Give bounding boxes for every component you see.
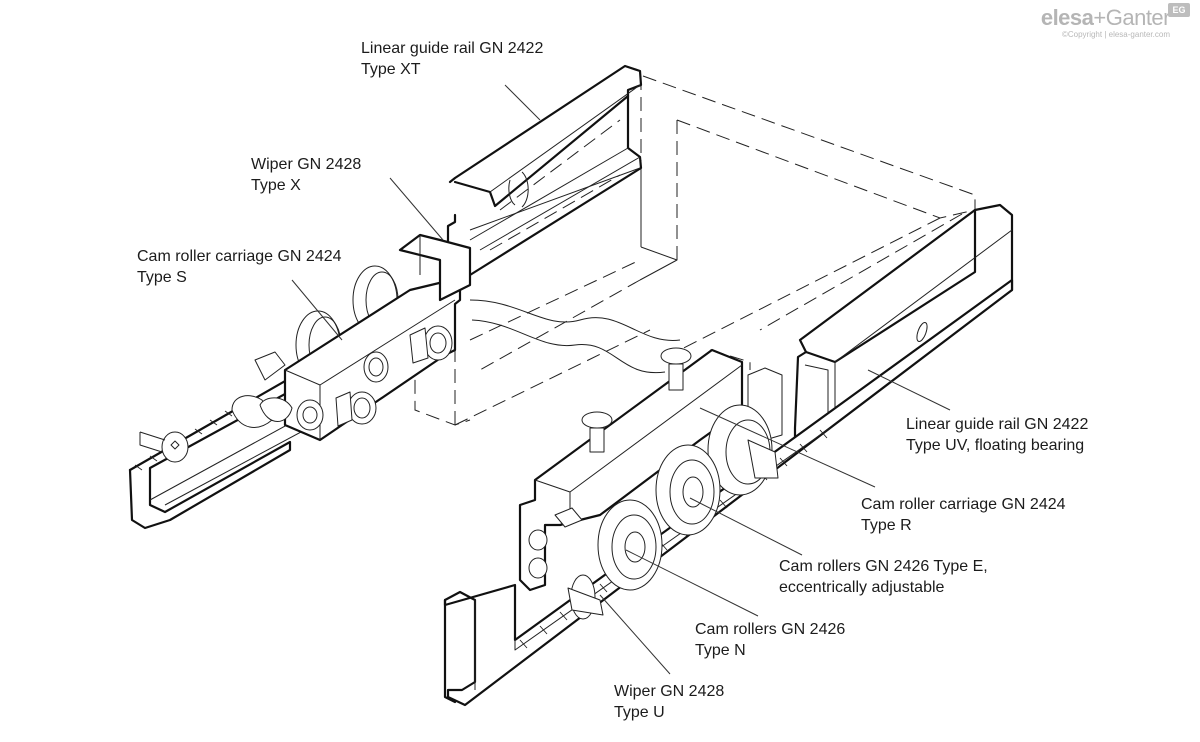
copyright-text: ©Copyright | elesa-ganter.com xyxy=(1061,30,1170,39)
label-line: Cam roller carriage GN 2424 xyxy=(137,248,342,265)
eg-badge: EG xyxy=(1168,3,1190,17)
label-line: Cam roller carriage GN 2424 xyxy=(861,496,1066,513)
label-line: Wiper GN 2428 xyxy=(614,683,725,700)
leader-rail-uv xyxy=(867,369,951,411)
label-line: Type UV, floating bearing xyxy=(906,437,1085,454)
leader-carriage-s xyxy=(291,279,343,341)
brand-bold: elesa xyxy=(1040,5,1094,30)
leader-wiper-x xyxy=(389,177,444,241)
label-line: Linear guide rail GN 2422 xyxy=(361,40,544,57)
label-rail-xt: Linear guide rail GN 2422 Type XT xyxy=(361,38,543,80)
leader-rollers-e xyxy=(689,497,803,556)
elesa-ganter-logo: EG elesa+Ganter ©Copyright | elesa-gante… xyxy=(1040,3,1190,39)
brand-plus: +Ganter xyxy=(1093,5,1170,30)
label-carriage-r: Cam roller carriage GN 2424 Type R xyxy=(861,494,1066,536)
cable-line xyxy=(469,299,681,374)
leader-rollers-n xyxy=(625,549,759,617)
carriage-s-drawing xyxy=(231,233,472,442)
label-line: Cam rollers GN 2426 xyxy=(695,621,846,638)
leader-carriage-r xyxy=(699,407,876,488)
leader-wiper-u xyxy=(599,594,671,675)
label-line: Linear guide rail GN 2422 xyxy=(906,416,1089,433)
label-line: Cam rollers GN 2426 Type E, xyxy=(779,558,988,575)
leader-rail-xt xyxy=(504,84,541,121)
rail-xt-drawing xyxy=(446,64,643,277)
label-line: Type S xyxy=(137,269,187,286)
leader-lines xyxy=(291,84,951,675)
label-line: eccentrically adjustable xyxy=(779,579,945,596)
carriage-r-drawing xyxy=(518,347,783,620)
label-line: Type XT xyxy=(361,61,421,78)
label-wiper-x: Wiper GN 2428 Type X xyxy=(251,154,361,196)
label-rollers-n: Cam rollers GN 2426 Type N xyxy=(695,619,845,661)
brand-name: elesa+Ganter xyxy=(1040,5,1171,30)
label-wiper-u: Wiper GN 2428 Type U xyxy=(614,681,724,723)
label-line: Type R xyxy=(861,517,912,534)
label-line: Wiper GN 2428 xyxy=(251,156,362,173)
label-carriage-s: Cam roller carriage GN 2424 Type S xyxy=(137,246,342,288)
label-line: Type X xyxy=(251,177,301,194)
label-rollers-e: Cam rollers GN 2426 Type E, eccentricall… xyxy=(779,556,988,598)
label-line: Type U xyxy=(614,704,665,721)
label-rail-uv: Linear guide rail GN 2422 Type UV, float… xyxy=(906,414,1088,456)
label-line: Type N xyxy=(695,642,746,659)
